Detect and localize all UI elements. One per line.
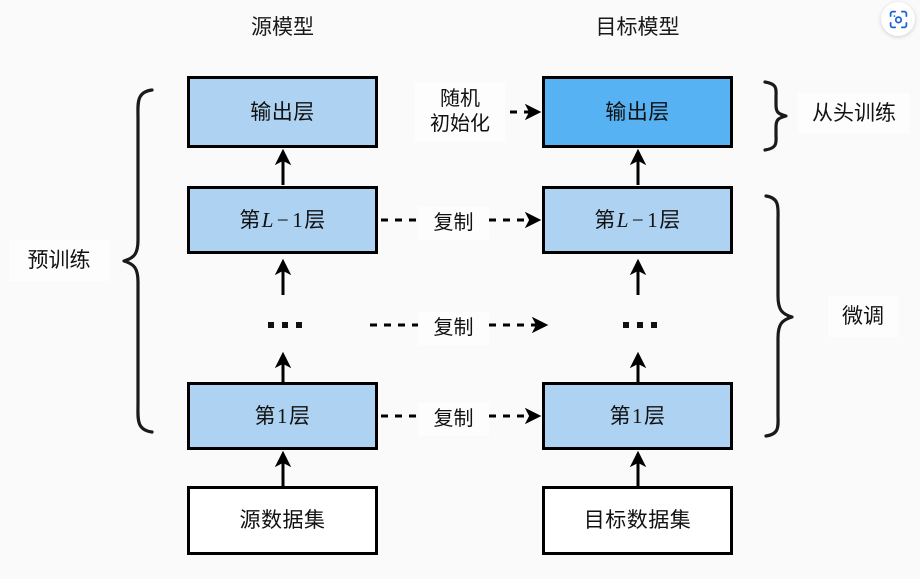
target-node-output-layer[interactable]: 输出层	[542, 76, 733, 148]
brace-label-train-from-scratch: 从头训练	[798, 93, 910, 134]
brace-pretrain	[122, 88, 154, 434]
brace-label-pretrain: 预训练	[9, 240, 109, 281]
edge-label-random-init-line1: 随机	[440, 88, 480, 110]
layer-word-prefix: 第	[239, 208, 261, 232]
scan-capture-icon	[889, 10, 907, 28]
layer-word-suffix: 层	[304, 208, 326, 232]
ellipsis-dot	[637, 322, 643, 328]
source-node-layer-l-minus-1-label: 第L−1层	[239, 207, 326, 232]
source-node-dataset[interactable]: 源数据集	[187, 486, 378, 555]
edge-label-copy-mid: 复制	[418, 312, 489, 345]
layer-index-variable: L	[261, 207, 274, 232]
source-node-layer-1-label: 第1层	[254, 403, 311, 428]
layer-index-variable: L	[616, 207, 629, 232]
ellipsis-dot	[623, 322, 629, 328]
layer-index-number: 1	[277, 403, 288, 428]
layer-word-prefix: 第	[594, 208, 616, 232]
target-node-layer-l-minus-1-label: 第L−1层	[594, 207, 681, 232]
layer-index-number: 1	[632, 403, 643, 428]
ellipsis-dot	[296, 322, 302, 328]
edge-label-random-init-line2: 初始化	[430, 113, 490, 135]
layer-word-prefix: 第	[609, 404, 631, 428]
target-node-output-layer-label: 输出层	[605, 100, 670, 124]
layer-word-suffix: 层	[644, 404, 666, 428]
source-node-output-layer[interactable]: 输出层	[187, 76, 378, 148]
source-node-layer-l-minus-1[interactable]: 第L−1层	[187, 186, 378, 254]
edge-label-random-init: 随机 初始化	[415, 83, 505, 141]
source-node-output-layer-label: 输出层	[250, 100, 315, 124]
target-node-dataset[interactable]: 目标数据集	[542, 486, 733, 555]
target-node-layer-l-minus-1[interactable]: 第L−1层	[542, 186, 733, 254]
target-node-dataset-label: 目标数据集	[583, 509, 692, 532]
layer-index-operator: −	[631, 207, 645, 232]
screenshot-capture-button[interactable]	[881, 2, 915, 36]
source-node-dataset-label: 源数据集	[239, 509, 326, 532]
source-node-ellipsis	[268, 322, 302, 328]
ellipsis-dot	[651, 322, 657, 328]
edge-label-copy-1: 复制	[418, 403, 489, 436]
layer-index-number: 1	[647, 207, 659, 232]
layer-word-suffix: 层	[659, 208, 681, 232]
brace-finetune	[764, 194, 794, 438]
layer-word-prefix: 第	[254, 404, 276, 428]
target-node-ellipsis	[623, 322, 657, 328]
target-node-layer-1-label: 第1层	[609, 403, 666, 428]
brace-label-fine-tune: 微调	[828, 296, 898, 337]
source-column-header: 源模型	[251, 16, 314, 39]
layer-word-suffix: 层	[289, 404, 311, 428]
ellipsis-dot	[268, 322, 274, 328]
source-node-layer-1[interactable]: 第1层	[187, 382, 378, 450]
target-node-layer-1[interactable]: 第1层	[542, 382, 733, 450]
layer-index-operator: −	[276, 207, 290, 232]
target-column-header: 目标模型	[595, 16, 680, 39]
transfer-edges	[370, 103, 549, 425]
brace-scratch	[763, 80, 788, 152]
edge-label-copy-l1: 复制	[418, 207, 489, 240]
ellipsis-dot	[282, 322, 288, 328]
layer-index-number: 1	[292, 207, 304, 232]
